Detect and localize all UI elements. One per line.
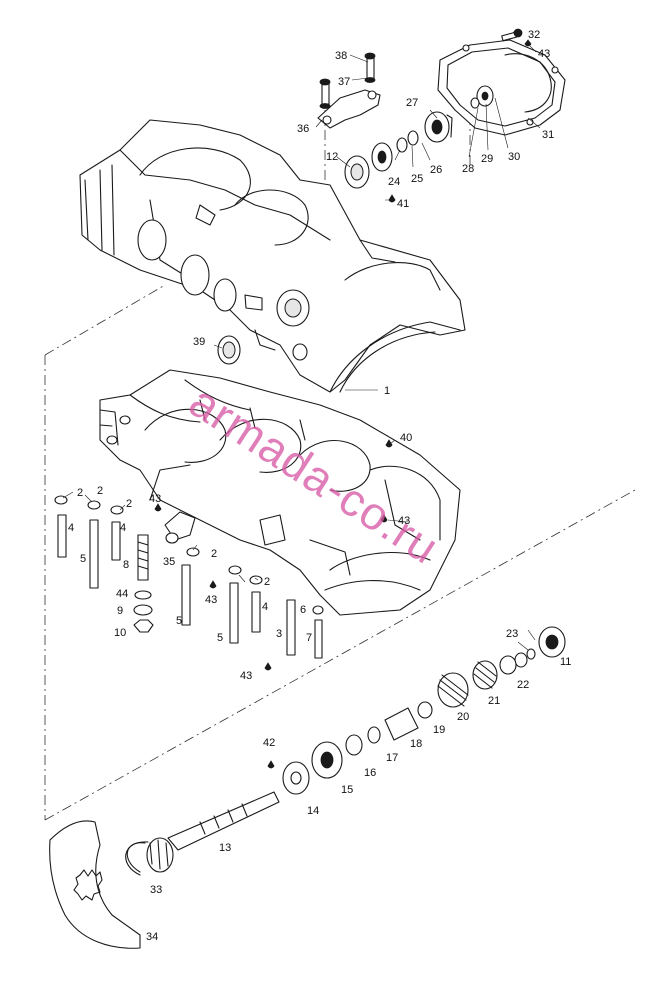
callout-42: 42	[263, 737, 275, 749]
sealant-markers	[154, 194, 396, 769]
fasteners	[54, 495, 324, 659]
callout-34: 34	[146, 931, 158, 943]
callout-12: 12	[326, 151, 338, 163]
callout-9: 9	[117, 605, 123, 617]
callout-43c: 43	[205, 594, 217, 606]
callout-10: 10	[114, 627, 126, 639]
callout-2e: 2	[264, 576, 270, 588]
callout-30: 30	[508, 151, 520, 163]
callout-labels: 1 2 2 2 2 2 3 4 4 4 5 5 5 6 7 8 9 10 11 …	[68, 29, 571, 943]
callout-4b: 4	[120, 522, 126, 534]
callout-4c: 4	[262, 601, 268, 613]
plug-39	[217, 335, 241, 365]
gear-cover	[437, 28, 566, 136]
callout-2d: 2	[211, 548, 217, 560]
callout-5c: 5	[217, 632, 223, 644]
callout-16: 16	[364, 767, 376, 779]
output-shaft-assembly	[49, 626, 566, 949]
callout-17: 17	[386, 752, 398, 764]
callout-26: 26	[430, 164, 442, 176]
upper-gear-train	[344, 111, 453, 189]
callout-43e: 43	[398, 515, 410, 527]
callout-5b: 5	[176, 615, 182, 627]
upper-crankcase	[79, 119, 466, 393]
callout-44: 44	[116, 588, 128, 600]
callout-11: 11	[560, 656, 571, 668]
callout-28: 28	[462, 163, 474, 175]
callout-19: 19	[433, 724, 445, 736]
callout-13: 13	[219, 842, 231, 854]
callout-24: 24	[388, 176, 400, 188]
callout-15: 15	[341, 784, 353, 796]
callout-23: 23	[506, 628, 518, 640]
callout-14: 14	[307, 805, 319, 817]
callout-31: 31	[542, 129, 554, 141]
callout-36: 36	[297, 123, 309, 135]
callout-18: 18	[410, 738, 422, 750]
callout-1: 1	[384, 385, 390, 397]
callout-32: 32	[528, 29, 540, 41]
callout-43d: 43	[240, 670, 252, 682]
callout-3: 3	[276, 628, 282, 640]
callout-2a: 2	[77, 487, 83, 499]
callout-29: 29	[481, 153, 493, 165]
leader-lines	[62, 31, 541, 651]
bracket-plate-assembly	[317, 52, 381, 129]
callout-37: 37	[338, 76, 350, 88]
callout-39: 39	[193, 336, 205, 348]
callout-8: 8	[123, 559, 129, 571]
callout-5a: 5	[80, 553, 86, 565]
lower-crankcase	[99, 369, 461, 616]
callout-40: 40	[400, 432, 412, 444]
callout-6: 6	[300, 604, 306, 616]
callout-21: 21	[488, 695, 500, 707]
callout-2c: 2	[126, 498, 132, 510]
callout-35: 35	[163, 556, 175, 568]
callout-33: 33	[150, 884, 162, 896]
callout-43b: 43	[149, 493, 161, 505]
callout-20: 20	[457, 711, 469, 723]
callout-41: 41	[397, 198, 409, 210]
callout-43a: 43	[538, 48, 550, 60]
callout-38: 38	[335, 50, 347, 62]
callout-4a: 4	[68, 522, 74, 534]
callout-2b: 2	[97, 485, 103, 497]
callout-7: 7	[306, 632, 312, 644]
callout-27: 27	[406, 97, 418, 109]
callout-25: 25	[411, 173, 423, 185]
callout-22: 22	[517, 679, 529, 691]
